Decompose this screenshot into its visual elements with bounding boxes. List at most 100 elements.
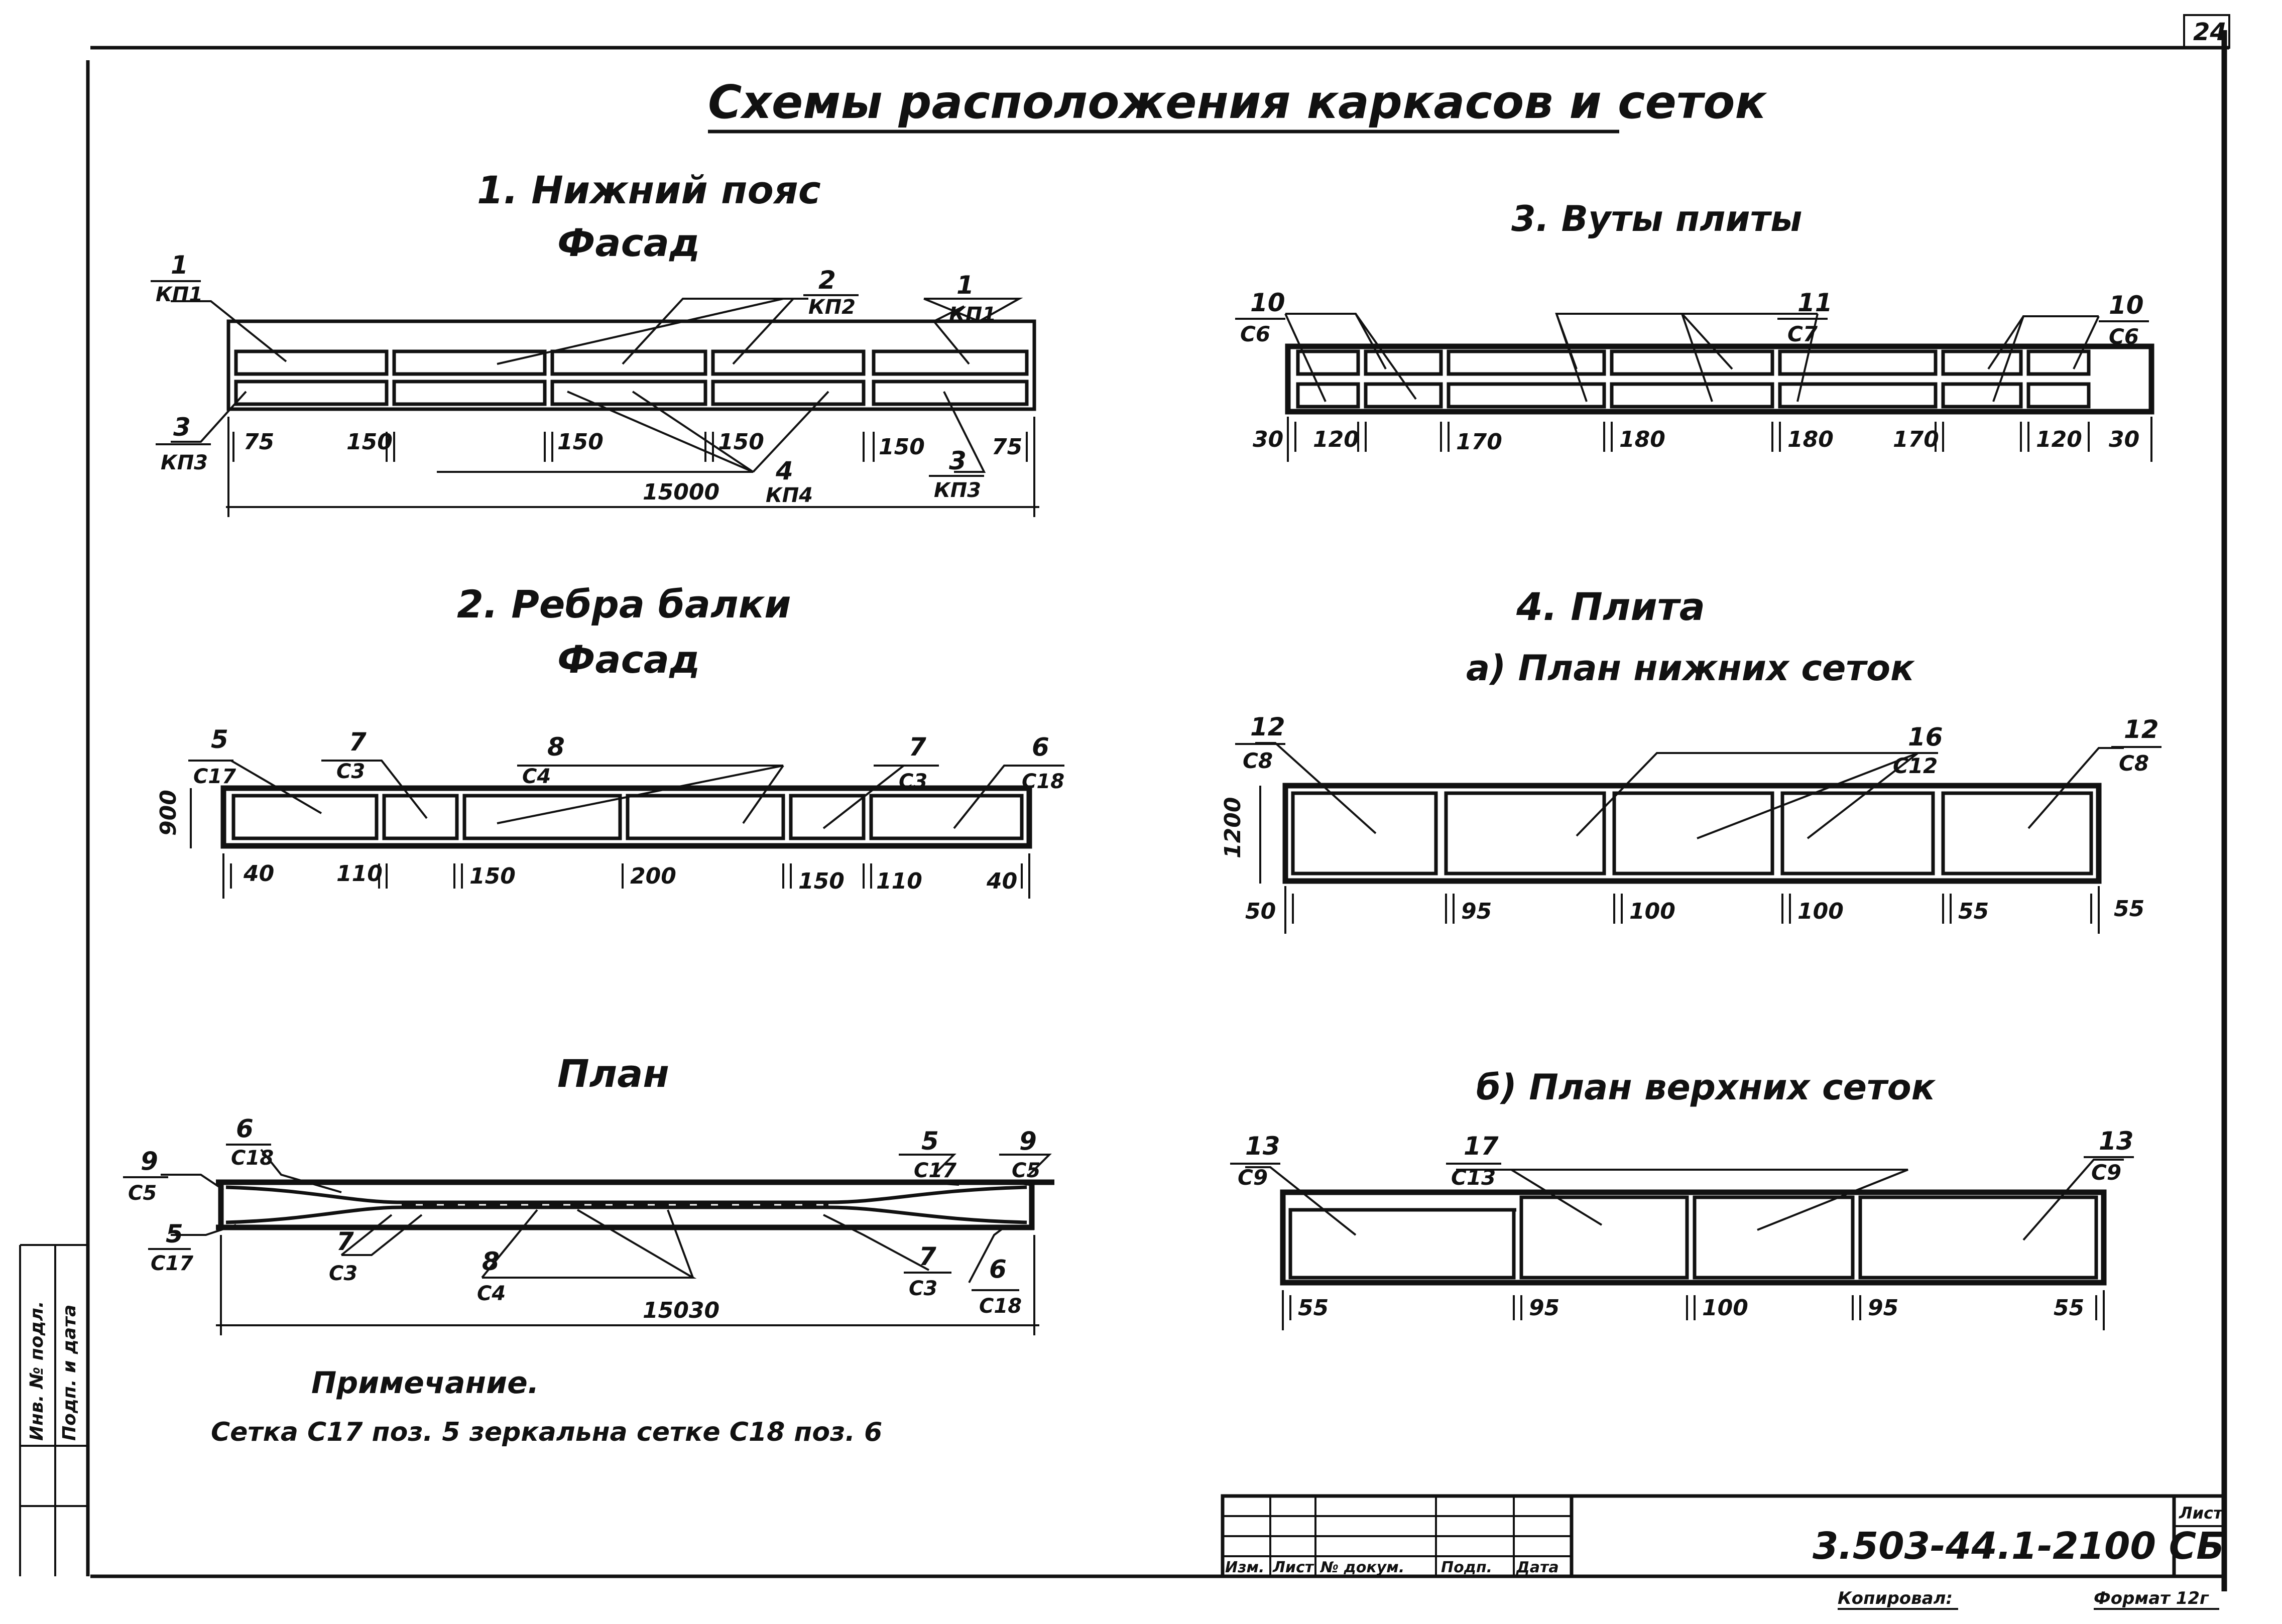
section-1-dimensions: 75 150 150 150 150 75 15000: [226, 417, 1039, 517]
section-2-tags: 5 С17 7 С3 8 С4 7 С3 6 С18: [188, 725, 1064, 793]
svg-text:75: 75: [244, 429, 274, 455]
section-1-cages: [234, 349, 1029, 406]
svg-text:10: 10: [1250, 288, 1285, 317]
svg-text:170: 170: [1456, 429, 1502, 455]
svg-text:С3: С3: [329, 1262, 357, 1285]
svg-text:С13: С13: [1451, 1165, 1496, 1190]
section-1-title: 1. Нижний пояс: [477, 168, 821, 212]
svg-text:13: 13: [1245, 1132, 1280, 1161]
svg-text:180: 180: [1787, 427, 1834, 452]
note-block: Примечание. Сетка С17 поз. 5 зеркальна с…: [211, 1365, 882, 1447]
stamp-col-sheet: Лист: [1272, 1559, 1314, 1576]
side-label-signature: Подп. и дата: [59, 1305, 80, 1441]
svg-text:150: 150: [718, 429, 764, 455]
svg-text:7: 7: [909, 732, 926, 762]
format-label: Формат 12г: [2094, 1588, 2209, 1608]
svg-text:5: 5: [211, 725, 228, 754]
svg-text:С6: С6: [2109, 324, 2139, 349]
svg-text:150: 150: [798, 868, 845, 894]
section-4-title: 4. Плита: [1516, 584, 1705, 629]
svg-text:10: 10: [2109, 291, 2144, 320]
plan-tags: 6 С18 9 С5 5 С17 7 С3 8 С4 5 С17 9 С5 7 …: [123, 1114, 1052, 1318]
svg-text:40: 40: [243, 861, 274, 887]
section-4a-tags: 12 С8 16 С12 12 С8: [1235, 712, 2161, 778]
svg-text:С7: С7: [1787, 322, 1818, 346]
section-4-slab: 4. Плита а) План нижних сеток 12 С8 16 С…: [1220, 584, 2161, 1330]
svg-text:3: 3: [173, 413, 191, 442]
sheet-title: Схемы расположения каркасов и сеток: [708, 75, 1767, 129]
svg-text:7: 7: [919, 1242, 936, 1271]
section-4a-leaders: [1255, 742, 2124, 839]
svg-text:100: 100: [1797, 899, 1844, 924]
svg-text:30: 30: [1253, 427, 1283, 452]
svg-text:С4: С4: [522, 765, 551, 788]
plan-title: План: [557, 1051, 669, 1096]
svg-text:150: 150: [879, 434, 925, 460]
svg-text:2: 2: [818, 266, 836, 295]
svg-text:170: 170: [1893, 427, 1939, 452]
section-1-total: 15000: [643, 479, 719, 505]
svg-text:75: 75: [992, 434, 1022, 460]
svg-text:55: 55: [1958, 899, 1989, 924]
svg-text:5: 5: [166, 1219, 183, 1248]
svg-text:С9: С9: [2091, 1160, 2121, 1185]
section-2-height: 900: [156, 790, 181, 836]
section-4b-leaders: [1245, 1159, 2124, 1241]
stamp-col-date: Дата: [1516, 1559, 1559, 1576]
svg-text:КП2: КП2: [808, 296, 856, 319]
svg-text:55: 55: [2114, 896, 2144, 922]
svg-text:С5: С5: [1012, 1159, 1040, 1182]
section-1-tags: 1 КП1 2 КП2 1 КП1 3 КП3 4 КП4 3 КП3: [151, 251, 1023, 507]
svg-text:9: 9: [1019, 1127, 1037, 1156]
svg-text:110: 110: [876, 868, 922, 894]
svg-text:40: 40: [986, 868, 1017, 894]
svg-text:9: 9: [141, 1147, 158, 1176]
svg-text:7: 7: [349, 727, 367, 757]
section-4a-height: 1200: [1220, 797, 1246, 858]
svg-text:8: 8: [547, 732, 565, 762]
stamp-sheet-label: Лист: [2179, 1504, 2224, 1523]
section-2-meshes: [231, 794, 1024, 840]
svg-text:11: 11: [1797, 288, 1833, 317]
svg-text:С8: С8: [1243, 748, 1273, 773]
plan-outline: [216, 1179, 1054, 1230]
svg-text:120: 120: [1313, 427, 1359, 452]
svg-text:КП1: КП1: [949, 303, 996, 326]
svg-text:С18: С18: [979, 1295, 1022, 1318]
svg-text:55: 55: [2054, 1295, 2084, 1321]
section-1-bottom-chord: 1. Нижний пояс Фасад: [151, 168, 1039, 517]
svg-text:50: 50: [1245, 899, 1276, 924]
stamp-col-change: Изм.: [1225, 1559, 1264, 1576]
sheet-frame: 24: [19, 14, 2230, 1591]
section-3-meshes: [1296, 349, 2091, 409]
svg-text:С17: С17: [193, 765, 236, 788]
copied-by: Копировал:: [1838, 1588, 1953, 1608]
svg-text:8: 8: [482, 1247, 500, 1276]
svg-text:100: 100: [1702, 1295, 1748, 1321]
section-3-slab-haunches: 3. Вуты плиты: [1235, 198, 2154, 462]
plan-leaders: [161, 1149, 1030, 1283]
section-2-plan: План 6 С18 9: [123, 1051, 1054, 1335]
document-code: 3.503-44.1-2100 СБ: [1813, 1525, 2225, 1568]
section-3-leaders: [1284, 313, 2100, 402]
svg-text:17: 17: [1464, 1132, 1499, 1161]
title-block: Изм. Лист № докум. Подп. Дата 3.503-44.1…: [1221, 1494, 2226, 1610]
section-1-subtitle: Фасад: [557, 220, 700, 265]
section-2-title: 2. Ребра балки: [457, 582, 791, 627]
section-4a-subtitle: а) План нижних сеток: [1466, 648, 1915, 689]
svg-text:95: 95: [1461, 899, 1492, 924]
section-4b-meshes: [1280, 1189, 2107, 1286]
section-4b-dimensions: 55 95 100 95 55: [1282, 1290, 2105, 1330]
section-4b-subtitle: б) План верхних сеток: [1476, 1067, 1936, 1108]
svg-text:55: 55: [1298, 1295, 1329, 1321]
side-labels: Инв. № подл. Подп. и дата: [27, 1301, 80, 1441]
section-3-outline: [1285, 343, 2154, 415]
svg-text:95: 95: [1529, 1295, 1559, 1321]
svg-text:1: 1: [171, 251, 188, 280]
svg-text:110: 110: [336, 861, 383, 887]
section-2-subtitle: Фасад: [557, 637, 700, 682]
svg-text:16: 16: [1908, 722, 1943, 752]
svg-text:С9: С9: [1238, 1165, 1268, 1190]
section-2-dimensions: 40 110 150 200 150 110 40: [222, 853, 1030, 899]
